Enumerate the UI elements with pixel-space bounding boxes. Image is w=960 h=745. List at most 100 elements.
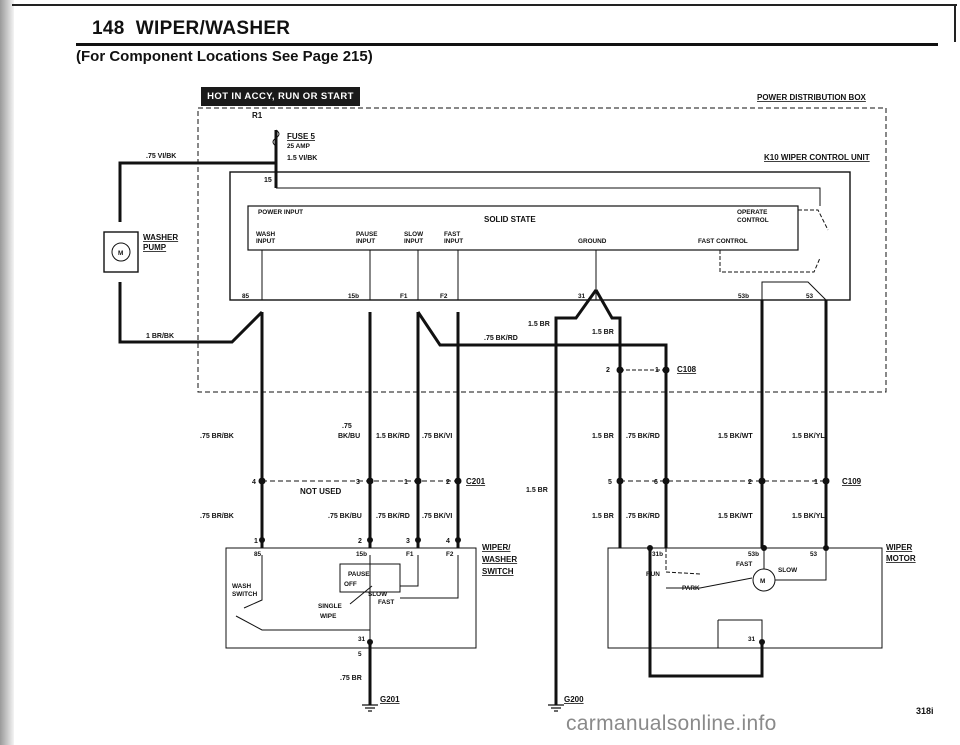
motor-31-box: [718, 619, 763, 640]
not-used-label: NOT USED: [300, 487, 342, 496]
power-input-label: POWER INPUT: [258, 209, 303, 216]
pin-dot: [647, 545, 653, 551]
sw-wash-return: [235, 615, 370, 631]
fast-input-label-2: INPUT: [444, 238, 463, 245]
line-fast-control: [719, 250, 821, 273]
sw-wiper-lever: [349, 585, 373, 605]
pause-input-label: PAUSE: [356, 231, 378, 238]
pause-input-label-2: INPUT: [356, 238, 375, 245]
c109-pin-5-label: 5: [608, 479, 612, 486]
wire-75-br-bk-label-b: .75 BR/BK: [200, 513, 234, 520]
sw-fast-line: [400, 555, 459, 599]
c201-pin-4-label: 4: [252, 479, 256, 486]
sw-wash-contact: [243, 555, 263, 609]
scan-margin: [0, 0, 14, 745]
fuse-icon: [272, 129, 280, 147]
motor-icon: M: [118, 250, 123, 257]
k10-label: K10 WIPER CONTROL UNIT: [764, 153, 870, 162]
washer-pump-box: [103, 231, 139, 273]
connector-icon: [662, 477, 670, 485]
wire-bk-bu-label-a: BK/BU: [338, 433, 360, 440]
connector-icon: [616, 477, 624, 485]
washer-pump-motor: [111, 242, 131, 262]
page-number: 148: [92, 18, 125, 39]
pin-53b-label: 53b: [738, 293, 749, 300]
pin-53-label: 53: [806, 293, 814, 300]
sw-pin-2-label: 2: [358, 538, 362, 545]
motor-53-line: [775, 548, 827, 581]
pin-dot: [415, 537, 421, 543]
pin-15b-label: 15b: [348, 293, 359, 300]
page-subtitle: (For Component Locations See Page 215): [76, 48, 373, 65]
wire-bk-rd-cross: [416, 311, 560, 347]
wire-75-br-bottom-label: .75 BR: [340, 675, 362, 682]
motor-icon: M: [760, 578, 765, 585]
fast-control-label: FAST CONTROL: [698, 238, 748, 245]
pump-label: PUMP: [143, 243, 167, 252]
slow-input-label-2: INPUT: [404, 238, 423, 245]
wiper-motor-box: [607, 547, 883, 649]
motor-run-label: RUN: [646, 571, 660, 578]
page-title: 148 WIPER/WASHER: [92, 18, 290, 40]
solid-state-box: [247, 205, 799, 251]
motor-31-label: 31: [748, 636, 756, 643]
watermark: carmanualsonline.info: [566, 712, 777, 735]
pin-dot: [455, 537, 461, 543]
wire-75-vi-bk-label: .75 VI/BK: [146, 153, 176, 160]
term-15-label: 15: [264, 177, 272, 184]
pin-dot: [759, 639, 765, 645]
ground-icon: [362, 704, 564, 712]
wire-75-label-a: .75: [342, 423, 352, 430]
power-distribution-box-outline: [197, 107, 887, 393]
wire-15-bk-yl-label-a: 1.5 BK/YL: [792, 433, 825, 440]
wire-75-vi-bk: [118, 161, 276, 222]
wire-15-bk-rd-label-a: 1.5 BK/RD: [376, 433, 410, 440]
wash-switch-label-2: SWITCH: [232, 591, 258, 598]
wire-15-br-label-a: 1.5 BR: [528, 321, 550, 328]
operate-label: OPERATE: [737, 209, 768, 216]
motor-53-label: 53: [810, 551, 818, 558]
r1-label: R1: [252, 111, 263, 120]
motor-31b-label: 31b: [652, 551, 663, 558]
wire-75-bk-rd-label-d: .75 BK/RD: [626, 513, 660, 520]
wire-75-bk-vi-label-b: .75 BK/VI: [422, 513, 452, 520]
header-rule: [76, 43, 938, 46]
slow-label: SLOW: [368, 591, 388, 598]
sw-31-label: 31: [358, 636, 366, 643]
washer-label-2: WASHER: [482, 555, 517, 564]
motor-park-line: [666, 577, 753, 589]
c109-label: C109: [842, 477, 862, 486]
hot-in-accy-badge: HOT IN ACCY, RUN OR START: [201, 87, 360, 106]
washer-label: WASHER: [143, 233, 178, 242]
wipe-label: WIPE: [320, 613, 337, 620]
pin-dot: [823, 545, 829, 551]
wire-75-bk-vi-label-a: .75 BK/VI: [422, 433, 452, 440]
single-label: SINGLE: [318, 603, 343, 610]
fuse-amp-label: 25 AMP: [287, 143, 311, 150]
motor-park-label: PARK: [682, 585, 700, 592]
line-relay: [761, 281, 827, 301]
pin-31-label: 31: [578, 293, 586, 300]
sw-f1-label: F1: [406, 551, 414, 558]
pin-dot: [367, 639, 373, 645]
wire-75-bk-bu-label-b: .75 BK/BU: [328, 513, 362, 520]
sw-15b-label: 15b: [356, 551, 367, 558]
motor-label: MOTOR: [886, 554, 916, 563]
wire-15-br-label-c: 1.5 BR: [592, 433, 614, 440]
motor-run-line: [665, 548, 701, 575]
c201-pin-1-label: 1: [404, 479, 408, 486]
wire-15-vi-bk-label: 1.5 VI/BK: [287, 155, 317, 162]
off-label: OFF: [344, 581, 357, 588]
c109-pin-6-label: 6: [654, 479, 658, 486]
top-rule: [12, 4, 957, 6]
motor-fast-label: FAST: [736, 561, 752, 568]
sw-slow-line: [400, 555, 419, 587]
wire-75-br-bk-label-a: .75 BR/BK: [200, 433, 234, 440]
sw-pause-box: [339, 563, 401, 593]
control-label: CONTROL: [737, 217, 769, 224]
g200-label: G200: [564, 695, 584, 704]
pin-dot: [761, 545, 767, 551]
wire-15-bk-wt-label-b: 1.5 BK/WT: [718, 513, 753, 520]
g201-label: G201: [380, 695, 400, 704]
